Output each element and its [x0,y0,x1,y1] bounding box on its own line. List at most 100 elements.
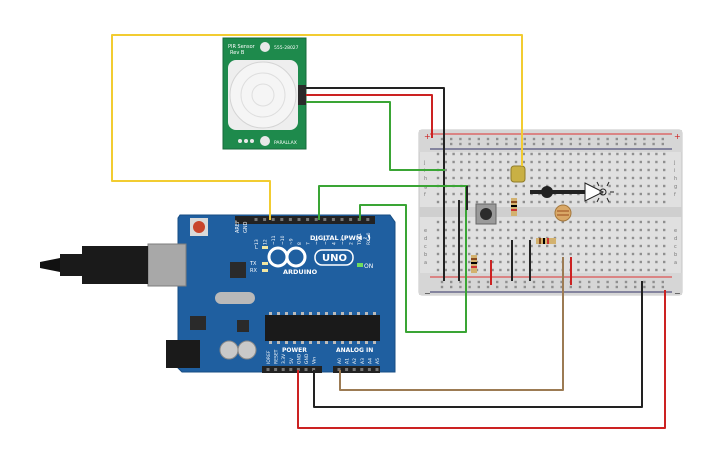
mounting-hole [260,136,270,146]
rail-hole [440,280,444,284]
breadboard-hole [475,152,479,156]
breadboard-hole [655,228,658,232]
breadboard-hole [436,200,440,204]
breadboard-hole [631,168,635,172]
rail-hole [606,142,609,146]
wire-red-5v [297,290,666,429]
breadboard-hole [514,244,518,248]
breadboard-hole [553,268,557,272]
breadboard-hole [553,184,557,188]
row-letter: a [674,260,677,266]
rail-hole [505,142,508,146]
rail-hole [440,142,444,146]
breadboard-hole [491,268,494,272]
rail-hole [606,137,609,141]
breadboard-hole [444,168,447,172]
breadboard-hole [639,200,642,204]
breadboard-hole [468,244,471,248]
analog-header [333,366,380,373]
breadboard-hole [592,244,596,248]
breadboard-hole [483,252,486,256]
breadboard-hole [546,168,549,172]
breadboard-hole [468,228,471,232]
breadboard-hole [522,184,525,188]
breadboard-hole [553,168,557,172]
breadboard-hole [655,220,658,224]
chip-pin [349,312,352,315]
breadboard-hole [600,244,603,248]
breadboard-hole [663,268,666,272]
rail-hole [551,137,554,141]
resistor [536,238,556,244]
breadboard-hole [483,176,486,180]
breadboard-hole [561,152,564,156]
breadboard-hole [460,192,463,196]
row-letter: f [424,192,426,198]
rail-hole [505,285,508,289]
rail-hole [496,285,499,289]
breadboard-hole [663,260,666,264]
breadboard-hole [647,228,650,232]
breadboard-hole [491,252,494,256]
light-bulb [530,181,614,203]
chip-pin [285,312,288,315]
breadboard-hole [569,160,572,164]
uno-label: UNO [322,253,347,264]
header-pin [323,218,327,221]
rail-hole [624,280,628,284]
breadboard-hole [530,260,533,264]
breadboard-hole [475,168,479,172]
breadboard-hole [444,244,447,248]
rail-hole [514,142,517,146]
rail-hole [578,280,582,284]
led-tx [262,262,268,265]
analog-label: ANALOG IN [336,347,373,354]
rail-hole [477,142,480,146]
breadboard-hole [616,192,619,196]
chip-pin [373,341,376,344]
breadboard-hole [577,268,580,272]
breadboard-hole [585,244,588,248]
breadboard-hole [468,168,471,172]
breadboard-hole [663,168,666,172]
breadboard-hole [475,160,479,164]
breadboard-hole [538,260,541,264]
breadboard-hole [514,268,518,272]
digital-pin-label: 12 [263,239,269,245]
wire-green-pir-out [306,101,445,171]
breadboard-hole [624,220,627,224]
rail-hole [523,280,526,284]
header-pin [297,218,301,221]
breadboard-hole [460,236,463,240]
header-pin [349,218,353,221]
breadboard-hole [530,200,533,204]
breadboard-hole [624,236,627,240]
breadboard-hole [569,236,572,240]
breadboard-hole [639,220,642,224]
breadboard-hole [530,176,533,180]
breadboard-hole [468,260,471,264]
wire-black-pir-gnd [306,87,445,281]
breadboard-hole [491,168,494,172]
breadboard-hole [530,160,533,164]
breadboard-hole [647,160,650,164]
capacitor [219,340,239,360]
breadboard-hole [530,220,533,224]
breadboard-hole [546,260,549,264]
row-letter: h [424,176,427,182]
breadboard-hole [577,244,580,248]
breadboard-hole [639,184,642,188]
rail-hole [551,280,554,284]
breadboard-hole [616,228,619,232]
breadboard-hole [444,268,447,272]
breadboard-hole [663,252,666,256]
breadboard-hole [616,252,619,256]
breadboard-hole [452,152,455,156]
breadboard-hole [639,228,642,232]
breadboard-hole [647,152,650,156]
breadboard-hole [608,176,611,180]
rail-hole [496,137,499,141]
breadboard-hole [592,152,596,156]
breadboard-hole [460,152,463,156]
breadboard-hole [592,252,596,256]
